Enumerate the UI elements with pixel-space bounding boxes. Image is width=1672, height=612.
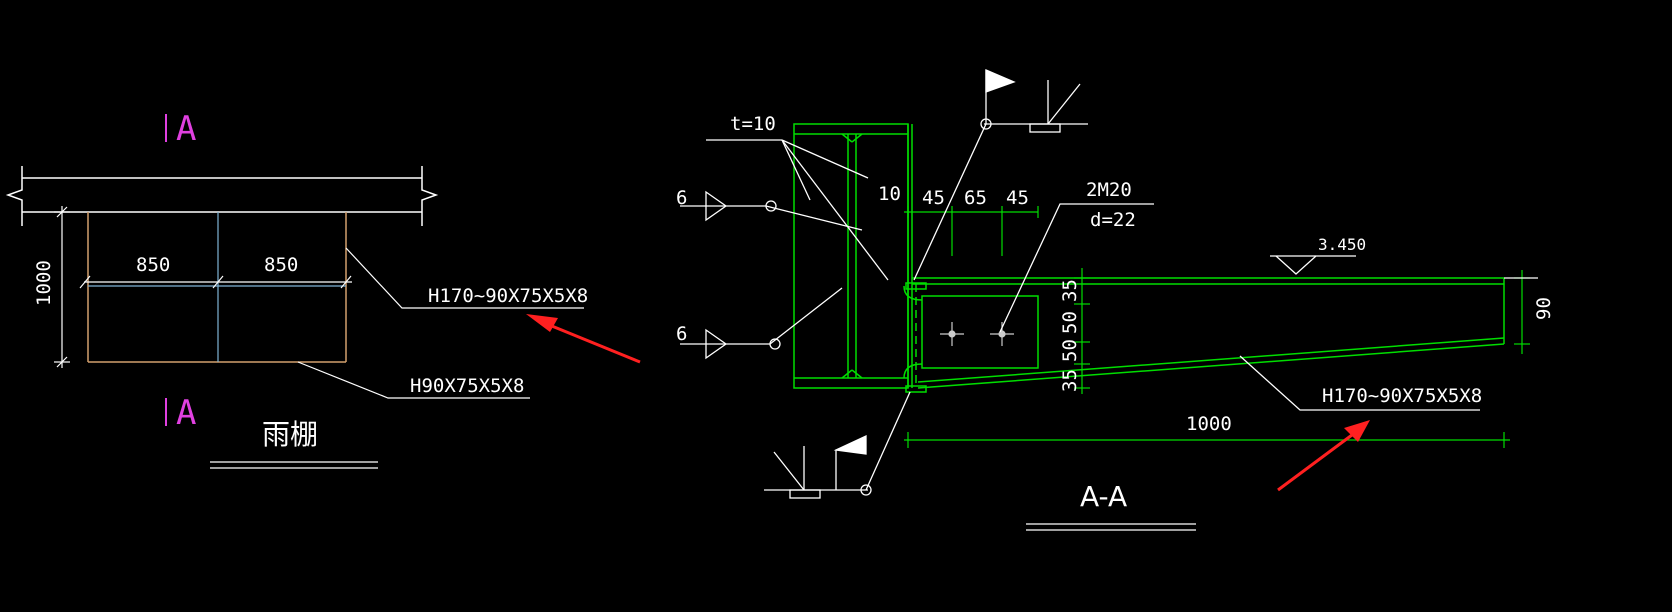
dim-vertical-35-bottom: 35 (1059, 369, 1081, 392)
weld-size-10: 10 (878, 183, 901, 205)
section-view: t=10 6 6 10 45 65 45 2M20 d=22 3.450 35 … (676, 69, 1555, 531)
tapered-beam (903, 277, 1505, 393)
section-title-underline (1026, 523, 1196, 531)
section-mark-top: A (165, 109, 196, 149)
dim-vertical-50-top: 50 (1059, 311, 1081, 334)
elevation-label: 3.450 (1318, 235, 1366, 254)
bolt-spec-diameter: d=22 (1090, 209, 1136, 231)
plan-title: 雨棚 (262, 418, 318, 451)
beam-label-tapered: H170~90X75X5X8 (428, 285, 588, 307)
section-beam-label: H170~90X75X5X8 (1322, 385, 1482, 407)
weld-size-top: 6 (676, 187, 687, 209)
section-mark-bottom: A (165, 393, 196, 433)
weld-symbols (680, 69, 1538, 499)
dim-850-right: 850 (264, 254, 298, 276)
dim-vertical-35-top: 35 (1059, 279, 1081, 302)
grid-axes (88, 212, 346, 362)
plan-dimension-lines (54, 206, 352, 368)
beam-label-edge: H90X75X5X8 (410, 375, 524, 397)
main-beam (5, 166, 439, 226)
weld-size-bottom: 6 (676, 323, 687, 345)
column-section (793, 123, 913, 389)
plan-title-underline (210, 461, 378, 469)
dim-850-left: 850 (136, 254, 170, 276)
dim-length-1000: 1000 (1186, 413, 1232, 435)
canopy-outline (87, 212, 347, 363)
section-dimension-lines (904, 206, 1530, 448)
plan-view: A A 850 850 1000 H170~90X75X5X8 H90X75X5… (5, 109, 641, 469)
dim-1000-vertical: 1000 (33, 260, 55, 306)
section-title: A-A (1080, 480, 1127, 513)
dim-vertical-50-bottom: 50 (1059, 339, 1081, 362)
dim-top-45-right: 45 (1006, 187, 1029, 209)
plate-thickness-label: t=10 (730, 113, 776, 135)
bolt-spec-count: 2M20 (1086, 179, 1132, 201)
red-arrow-right (1277, 420, 1370, 492)
section-mark-top-label: A (176, 109, 196, 149)
section-mark-bottom-label: A (176, 393, 196, 433)
dim-top-45-left: 45 (922, 187, 945, 209)
red-arrow-left (526, 314, 641, 364)
bolt-holes (940, 322, 1014, 346)
plan-leaders (297, 247, 584, 399)
dim-top-65: 65 (964, 187, 987, 209)
dim-height-90: 90 (1533, 297, 1555, 320)
